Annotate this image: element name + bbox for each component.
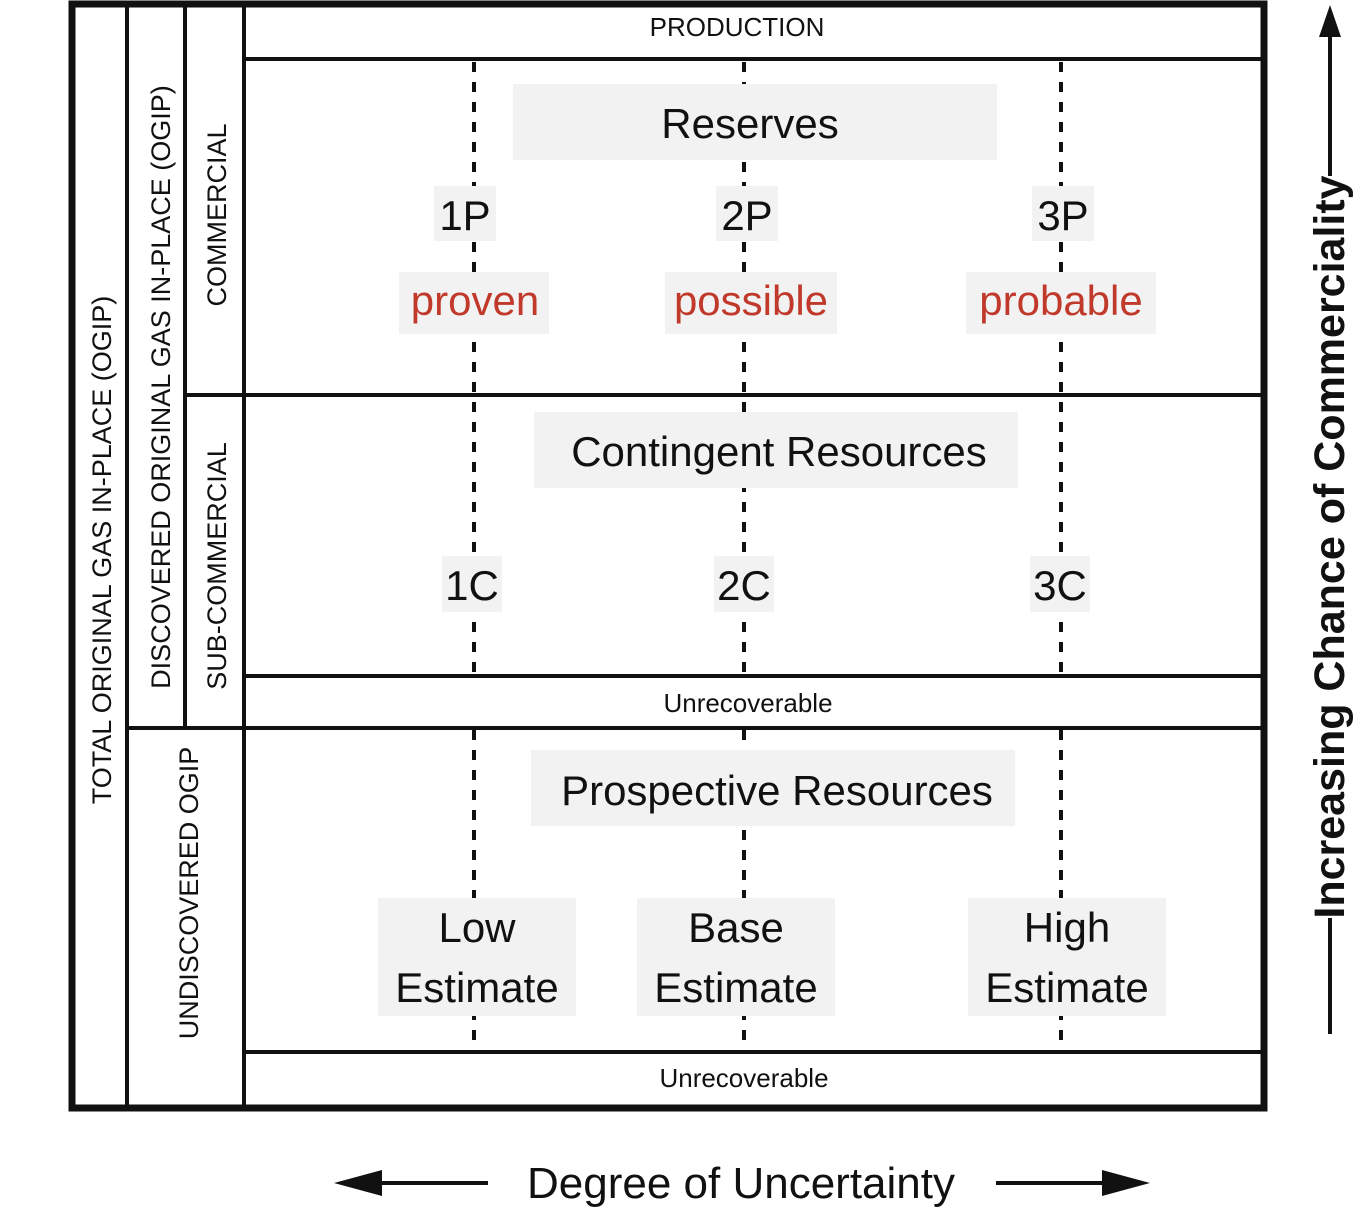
2c-label-bg <box>714 556 774 612</box>
base-estimate-bg <box>637 898 835 1016</box>
contingent-label-bg <box>534 412 1018 488</box>
production-label: PRODUCTION <box>650 12 825 42</box>
reserve-level-1p: 1P <box>439 192 490 239</box>
high-estimate-line2: Estimate <box>985 964 1148 1011</box>
2p-label-bg <box>716 186 778 241</box>
unrecoverable-contingent-label: Unrecoverable <box>663 688 832 718</box>
label-backgrounds <box>378 84 1166 1016</box>
uncertainty-axis: Degree of Uncertainty <box>334 1159 1150 1208</box>
3p-label-bg <box>1032 186 1094 241</box>
possible-label-bg <box>665 272 837 334</box>
low-estimate-line2: Estimate <box>395 964 558 1011</box>
descriptor-possible: possible <box>674 277 828 324</box>
high-estimate-line1: High <box>1024 904 1110 951</box>
1c-label-bg <box>442 556 502 612</box>
prospective-label-bg <box>531 750 1015 826</box>
reserve-level-3p: 3P <box>1037 192 1088 239</box>
proven-label-bg <box>399 272 549 334</box>
contingent-resources-title: Contingent Resources <box>571 428 987 475</box>
right-arrow-icon <box>1102 1170 1150 1196</box>
contingent-level-3c: 3C <box>1033 562 1087 609</box>
table-structure <box>68 0 1268 1112</box>
left-arrow-icon <box>334 1170 382 1196</box>
low-estimate-line1: Low <box>438 904 516 951</box>
unrecoverable-prospective-label: Unrecoverable <box>659 1063 828 1093</box>
base-estimate-line2: Estimate <box>654 964 817 1011</box>
3c-label-bg <box>1030 556 1090 612</box>
total-ogip-label: TOTAL ORIGINAL GAS IN-PLACE (OGIP) <box>87 296 117 805</box>
commerciality-axis: Increasing Chance of Commerciality <box>1306 5 1354 1034</box>
contingent-level-1c: 1C <box>445 562 499 609</box>
reserves-title: Reserves <box>661 100 838 147</box>
1p-label-bg <box>434 186 496 241</box>
x-axis-label: Degree of Uncertainty <box>527 1159 955 1208</box>
y-axis-label: Increasing Chance of Commerciality <box>1306 175 1354 918</box>
up-arrow-icon <box>1319 5 1341 37</box>
discovered-ogip-label: DISCOVERED ORIGINAL GAS IN-PLACE (OGIP) <box>146 85 176 689</box>
reserve-level-2p: 2P <box>721 192 772 239</box>
descriptor-proven: proven <box>411 277 539 324</box>
contingent-level-2c: 2C <box>717 562 771 609</box>
high-estimate-bg <box>968 898 1166 1016</box>
reserves-label-bg <box>513 84 997 160</box>
prospective-resources-title: Prospective Resources <box>561 767 993 814</box>
undiscovered-ogip-label: UNDISCOVERED OGIP <box>174 747 204 1040</box>
base-estimate-line1: Base <box>688 904 784 951</box>
commercial-label: COMMERCIAL <box>202 123 232 306</box>
sub-commercial-label: SUB-COMMERCIAL <box>202 442 232 690</box>
low-estimate-bg <box>378 898 576 1016</box>
probable-label-bg <box>966 272 1156 334</box>
descriptor-probable: probable <box>979 277 1142 324</box>
outer-frame <box>68 0 1268 1112</box>
